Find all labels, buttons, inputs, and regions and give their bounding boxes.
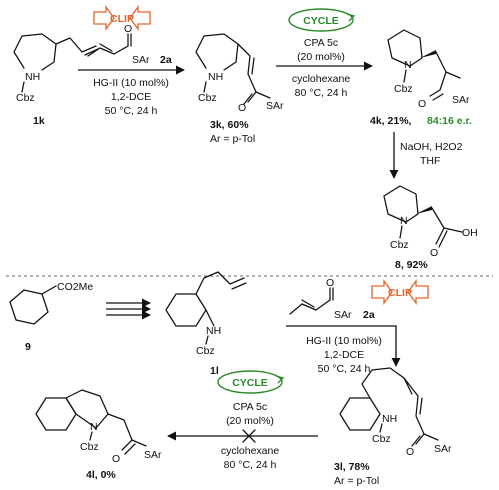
atom-oh: OH [462, 227, 478, 239]
atom-cbz: Cbz [394, 83, 413, 95]
cond-hg: HG-II (10 mol%) [306, 335, 382, 347]
atom-sar: SAr [334, 309, 352, 321]
atom-co2me: CO2Me [57, 281, 93, 293]
atom-sar: SAr [452, 94, 470, 106]
atom-cbz: Cbz [16, 92, 35, 104]
atom-cbz: Cbz [80, 441, 99, 453]
cond-solvent: cyclohexane [221, 445, 280, 457]
label-2a: 2a [363, 309, 375, 321]
cycle-loop-icon [217, 370, 283, 394]
cond-temp50: 50 °C, 24 h [105, 105, 158, 117]
blocked-cross-icon [242, 429, 256, 443]
label-2a: 2a [160, 54, 172, 66]
compound-1k: NH Cbz 1k [13, 33, 99, 127]
cond-cpa-loading: (20 mol%) [297, 51, 345, 63]
atom-o: O [124, 23, 132, 35]
cond-hg: HG-II (10 mol%) [93, 77, 169, 89]
clip-label: CLIP [110, 13, 134, 25]
atom-cbz: Cbz [196, 345, 215, 357]
cond-temp50: 50 °C, 24 h [318, 363, 371, 375]
atom-o: O [238, 102, 246, 114]
label-9: 9 [25, 341, 31, 353]
cond-cpa-loading: (20 mol%) [226, 415, 274, 427]
cycle-label: CYCLE [232, 377, 268, 389]
atom-o: O [326, 277, 334, 289]
clip-arrow-left-icon [93, 5, 115, 31]
cond-dce: 1,2-DCE [324, 349, 364, 361]
label-4k-er: 84:16 e.r. [427, 115, 472, 127]
compound-1l: NH Cbz 1l [165, 271, 247, 377]
atom-n: N [404, 59, 412, 71]
cond-temp80: 80 °C, 24 h [295, 87, 348, 99]
atom-cbz: Cbz [372, 433, 391, 445]
cond-thf: THF [420, 155, 440, 167]
cond-cpa: CPA 5c [233, 401, 267, 413]
clip-label: CLIP [388, 287, 412, 299]
cycle-loop-icon [288, 8, 354, 32]
label-8: 8, 92% [395, 259, 428, 271]
atom-cbz: Cbz [198, 92, 217, 104]
cond-temp80: 80 °C, 24 h [224, 459, 277, 471]
multistep-arrows [106, 298, 151, 320]
label-1k: 1k [33, 115, 45, 127]
atom-nh: NH [382, 413, 397, 425]
clip-tag-top: CLIP [93, 5, 151, 31]
reagent-2a-top: O SAr 2a [87, 23, 172, 66]
atom-sar: SAr [144, 449, 162, 461]
compound-9: CO2Me 9 [9, 281, 93, 353]
cycle-label: CYCLE [303, 15, 339, 27]
cond-cpa: CPA 5c [304, 37, 338, 49]
clip-arrow-right-icon [129, 5, 151, 31]
compound-4l: N Cbz O SAr 4l, 0% [35, 389, 162, 481]
compound-8: N Cbz O OH 8, 92% [383, 185, 478, 271]
atom-nh: NH [25, 71, 40, 83]
ar-note-top: Ar = p-Tol [210, 133, 255, 145]
cycle-tag-bottom: CYCLE [217, 370, 285, 394]
label-4l: 4l, 0% [86, 469, 116, 481]
reagent-2a-bottom: O SAr 2a [289, 277, 375, 321]
arrow-cm-bottom [286, 325, 401, 367]
compound-4k: N Cbz O SAr 4k, 21%, 84:16 e.r. [370, 29, 472, 127]
atom-n: N [90, 421, 98, 433]
label-1l: 1l [210, 365, 219, 377]
clip-tag-bottom: CLIP [371, 279, 429, 305]
atom-o: O [430, 247, 438, 259]
atom-o: O [406, 446, 414, 458]
ar-note-bottom: Ar = p-Tol [334, 475, 379, 487]
compound-3k: NH Cbz O SAr 3k, 60% Ar = p-Tol [195, 33, 284, 145]
atom-nh: NH [206, 325, 221, 337]
atom-sar: SAr [266, 100, 284, 112]
clip-arrow-left-icon [371, 279, 393, 305]
atom-o: O [112, 453, 120, 465]
atom-cbz: Cbz [390, 239, 409, 251]
atom-nh: NH [208, 71, 223, 83]
clip-arrow-right-icon [407, 279, 429, 305]
atom-n: N [400, 215, 408, 227]
cycle-tag-top: CYCLE [288, 8, 356, 32]
label-3l: 3l, 78% [334, 461, 370, 473]
cond-dce: 1,2-DCE [111, 91, 151, 103]
atom-sar: SAr [132, 54, 150, 66]
label-4k: 4k, 21%, [370, 115, 412, 127]
atom-o: O [418, 98, 426, 110]
cond-base: NaOH, H2O2 [400, 141, 463, 153]
atom-sar: SAr [434, 443, 452, 455]
compound-3l: NH Cbz O SAr 3l, 78% Ar = p-Tol [334, 367, 452, 487]
label-3k: 3k, 60% [210, 119, 249, 131]
cond-solvent: cyclohexane [292, 73, 351, 85]
